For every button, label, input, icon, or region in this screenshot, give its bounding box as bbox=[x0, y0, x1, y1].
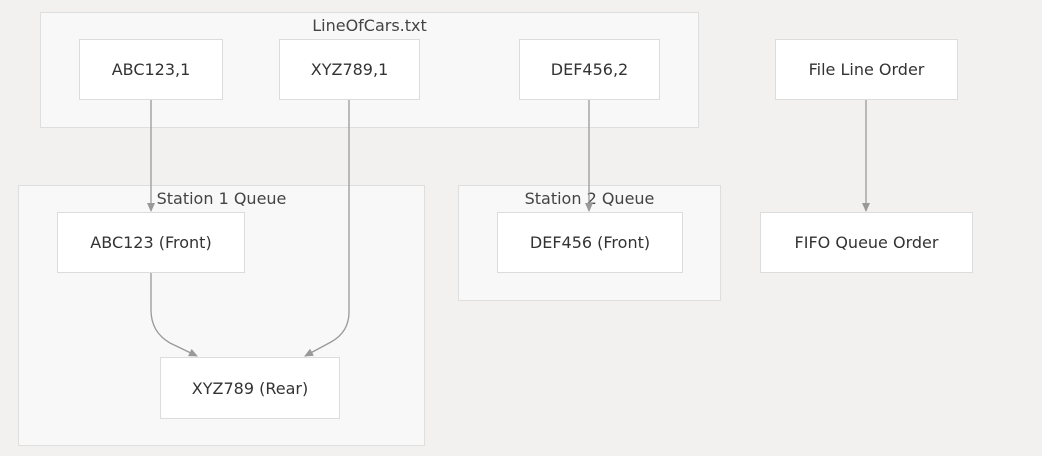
edge-abc-front-to-xyz-rear bbox=[150, 273, 198, 357]
node-abc123-front[interactable]: ABC123 (Front) bbox=[57, 212, 245, 273]
cluster-label-lineofcars-file: LineOfCars.txt bbox=[312, 16, 427, 35]
cluster-label-station-1-queue: Station 1 Queue bbox=[156, 189, 287, 208]
node-file-line-order[interactable]: File Line Order bbox=[775, 39, 958, 100]
node-def456-line[interactable]: DEF456,2 bbox=[519, 39, 660, 100]
node-xyz789-rear[interactable]: XYZ789 (Rear) bbox=[160, 357, 340, 419]
edge-xyz-line-to-xyz-rear bbox=[304, 100, 350, 357]
node-fifo-queue-order[interactable]: FIFO Queue Order bbox=[760, 212, 973, 273]
node-xyz789-line[interactable]: XYZ789,1 bbox=[279, 39, 420, 100]
node-def456-front[interactable]: DEF456 (Front) bbox=[497, 212, 683, 273]
node-abc123-line[interactable]: ABC123,1 bbox=[79, 39, 223, 100]
